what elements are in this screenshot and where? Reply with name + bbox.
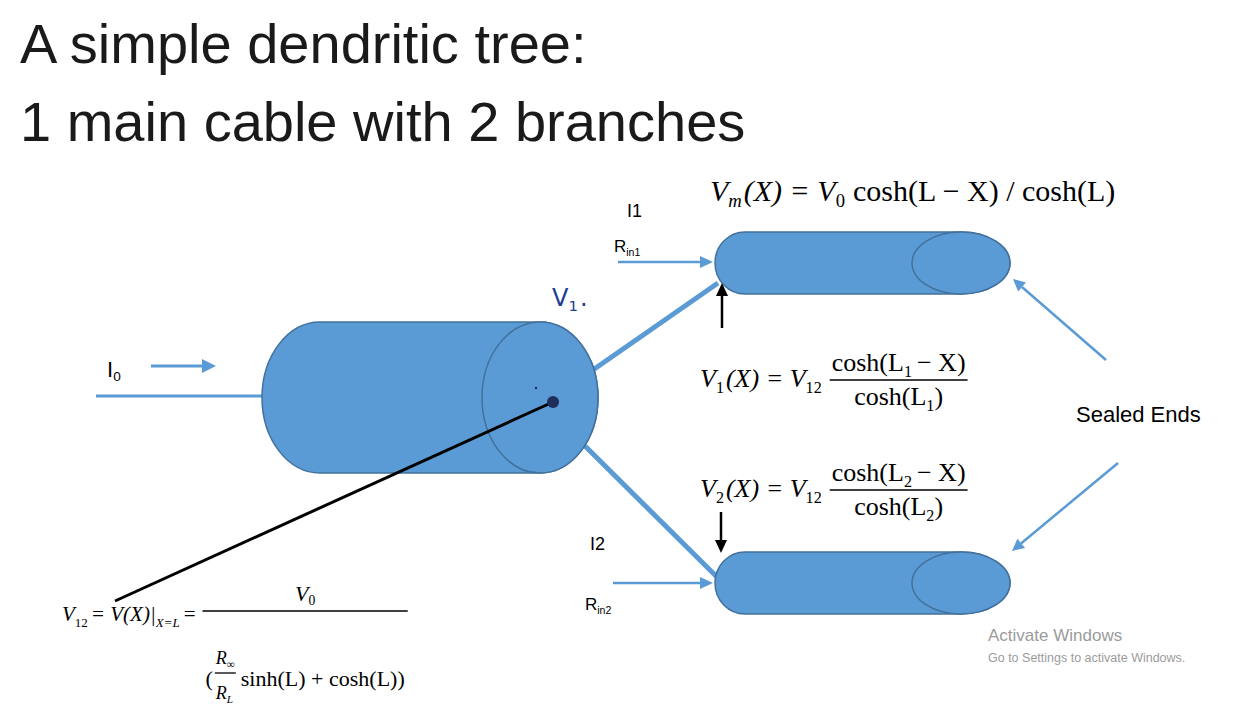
- arrow-head: [1012, 539, 1025, 551]
- cylinder-end-face: [912, 232, 1010, 294]
- input-wire: [96, 395, 264, 398]
- membrane-potential-equation: (X) = V: [744, 176, 836, 206]
- equation-denominator: sinh(L) + cosh(L)): [241, 668, 405, 690]
- branch-voltage-equation: (X) = V: [726, 366, 806, 392]
- branch-voltage-equation: V: [700, 476, 716, 502]
- branch-voltage-equation: 2: [716, 490, 724, 506]
- junction-voltage-note: V: [552, 286, 568, 310]
- resistance-ratio: R: [216, 684, 227, 702]
- equation-denominator: 2: [926, 508, 934, 524]
- pointer-arrow: [721, 295, 724, 328]
- junction-voltage-equation: = V(X)|: [91, 604, 156, 625]
- pointer-arrow: [1022, 287, 1106, 360]
- membrane-potential-equation: m: [728, 192, 741, 211]
- cylinder-end-face: [912, 552, 1010, 614]
- arrow-head: [202, 359, 216, 373]
- junction-voltage-equation: V: [62, 604, 75, 625]
- input-resistance-label: R: [614, 238, 626, 255]
- equation-denominator: 1: [926, 398, 934, 414]
- fraction-bar: [203, 610, 408, 611]
- arrow-head: [716, 283, 728, 296]
- current-label: I2: [590, 535, 605, 553]
- watermark: Activate Windows: [988, 627, 1122, 644]
- fraction-bar: [830, 489, 968, 490]
- junction-voltage-note: .: [580, 286, 588, 310]
- current-arrow: [613, 582, 701, 585]
- equation-denominator: cosh(L: [854, 384, 926, 410]
- arrow-head: [700, 577, 713, 589]
- equation-numerator: − X): [917, 350, 966, 376]
- title-line: A simple dendritic tree:: [20, 5, 745, 83]
- current-arrow: [618, 261, 701, 264]
- equation-denominator: ): [934, 494, 943, 520]
- input-resistance-label: in1: [626, 247, 640, 258]
- resistance-ratio: L: [227, 694, 233, 705]
- junction-voltage-equation: 12: [75, 616, 88, 629]
- membrane-potential-equation: V: [710, 176, 728, 206]
- current-label: 0: [113, 370, 121, 384]
- branch-voltage-equation: (X) = V: [726, 476, 806, 502]
- input-resistance-label: in2: [597, 605, 611, 616]
- equation-numerator: V: [295, 583, 308, 605]
- equation-numerator: cosh(L: [832, 350, 904, 376]
- current-label: I: [107, 359, 113, 381]
- branch-voltage-equation: 12: [806, 380, 822, 396]
- watermark: Go to Settings to activate Windows.: [988, 652, 1185, 665]
- resistance-ratio: ∞: [227, 659, 235, 670]
- title-line: 1 main cable with 2 branches: [20, 83, 745, 161]
- sealed-ends-label: Sealed Ends: [1076, 404, 1201, 426]
- equation-numerator: cosh(L: [832, 460, 904, 486]
- junction-voltage-equation: X=L: [156, 616, 180, 629]
- junction-voltage-equation: =: [184, 604, 196, 625]
- equation-numerator: − X): [917, 460, 966, 486]
- junction-voltage-note: 1: [568, 299, 577, 314]
- resistance-ratio: R: [216, 649, 227, 667]
- fraction-bar: [830, 379, 968, 380]
- leader-line: [115, 402, 553, 601]
- arrow-head: [700, 256, 713, 268]
- branch-voltage-equation: 1: [716, 380, 724, 396]
- branch-wire: [585, 446, 718, 578]
- main-cable-cylinder: [262, 322, 598, 473]
- fraction-bars: [203, 380, 968, 673]
- cylinder-end-face: [482, 322, 598, 473]
- branch-cylinder: [715, 232, 1010, 294]
- slide-title: A simple dendritic tree: 1 main cable wi…: [20, 5, 745, 161]
- membrane-potential-equation: cosh(L − X) / cosh(L): [853, 176, 1115, 206]
- branch-voltage-equation: V: [700, 366, 716, 392]
- equation-denominator: cosh(L: [854, 494, 926, 520]
- input-resistance-label: R: [585, 596, 597, 613]
- branch-voltage-equation: 12: [806, 490, 822, 506]
- pointer-arrow: [1021, 463, 1118, 544]
- junction-dot: [547, 396, 559, 408]
- branch-cylinder: [715, 552, 1010, 614]
- arrow-head: [1013, 279, 1026, 291]
- equation-denominator: (: [206, 668, 213, 690]
- equation-numerator: 2: [904, 474, 912, 490]
- current-arrow: [151, 365, 204, 368]
- fraction-bar: [215, 672, 236, 673]
- speck: [535, 387, 537, 389]
- membrane-potential-equation: 0: [836, 192, 845, 211]
- equation-numerator: 1: [904, 364, 912, 380]
- branch-wire: [590, 283, 718, 372]
- pointer-arrow: [720, 512, 723, 541]
- arrow-head: [715, 540, 727, 553]
- equation-denominator: ): [934, 384, 943, 410]
- current-label: I1: [627, 202, 642, 220]
- equation-numerator: 0: [308, 594, 315, 608]
